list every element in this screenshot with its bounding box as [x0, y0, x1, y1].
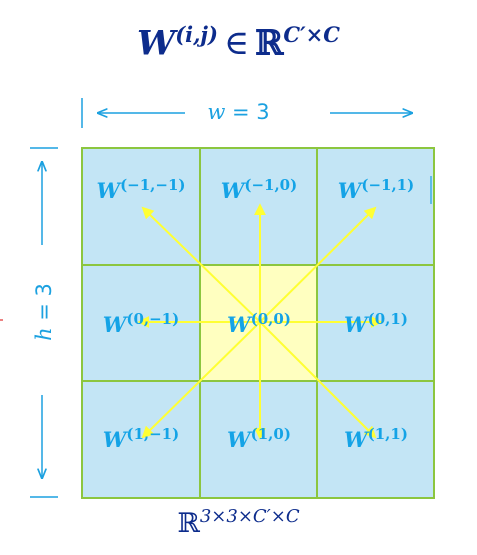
- title-space: ℝ: [255, 23, 284, 64]
- cell-superscript: (1,0): [250, 425, 291, 443]
- offset-arrows: [137, 203, 383, 440]
- width-value: = 3: [225, 100, 270, 124]
- cell-bg: [200, 148, 317, 265]
- cell-label: W(0,1): [317, 310, 435, 337]
- cell-label: W(−1,1): [317, 176, 435, 203]
- cell-symbol: W: [344, 312, 368, 337]
- arrow-up-left: [141, 206, 261, 323]
- cell-symbol: W: [96, 178, 121, 203]
- arrow-down-right: [259, 321, 377, 439]
- title-relation: ∈: [223, 23, 250, 64]
- cell-superscript: (−1,−1): [120, 176, 186, 194]
- cell-symbol: W: [337, 178, 362, 203]
- cell-superscript: (0,−1): [126, 310, 180, 328]
- arrow-down-left: [141, 321, 261, 439]
- width-label: w = 3: [0, 100, 477, 124]
- cell-superscript: (0,1): [367, 310, 408, 328]
- width-var: w: [207, 100, 226, 124]
- cell-label: W(1,1): [317, 425, 435, 452]
- cell-label: W(−1,−1): [82, 176, 200, 203]
- diagram-title: W(i,j)∈ℝC′×C: [0, 22, 477, 63]
- title-superscript: (i,j): [175, 22, 218, 47]
- cell-bg: [317, 381, 434, 498]
- bottom-superscript: 3×3×C′×C: [199, 506, 300, 527]
- cell-label: W(1,−1): [82, 425, 200, 452]
- cell-superscript: (1,−1): [126, 425, 180, 443]
- height-dimension: [30, 147, 58, 498]
- cell-symbol: W: [227, 312, 251, 337]
- cell-superscript: (−1,1): [361, 176, 415, 194]
- cell-label: W(1,0): [200, 425, 318, 452]
- cell-label: W(0,−1): [82, 310, 200, 337]
- cell-symbol: W: [220, 178, 245, 203]
- center-cell-label: W(0,0): [200, 310, 318, 337]
- cell-superscript: (1,1): [367, 425, 408, 443]
- kernel-cells: [82, 148, 434, 498]
- tensor-shape-label: ℝ3×3×C′×C: [0, 506, 477, 539]
- title-symbol: W: [137, 23, 176, 64]
- cell-symbol: W: [102, 427, 127, 452]
- title-space-superscript: C′×C: [283, 22, 340, 47]
- cell-superscript: (−1,0): [244, 176, 298, 194]
- cell-symbol: W: [102, 312, 127, 337]
- cell-superscript: (0,0): [250, 310, 291, 328]
- cell-symbol: W: [344, 427, 368, 452]
- cell-label: W(−1,0): [200, 176, 318, 203]
- bottom-space: ℝ: [177, 508, 200, 539]
- arrow-up-right: [259, 206, 377, 323]
- cell-symbol: W: [227, 427, 251, 452]
- width-dimension: [81, 98, 412, 128]
